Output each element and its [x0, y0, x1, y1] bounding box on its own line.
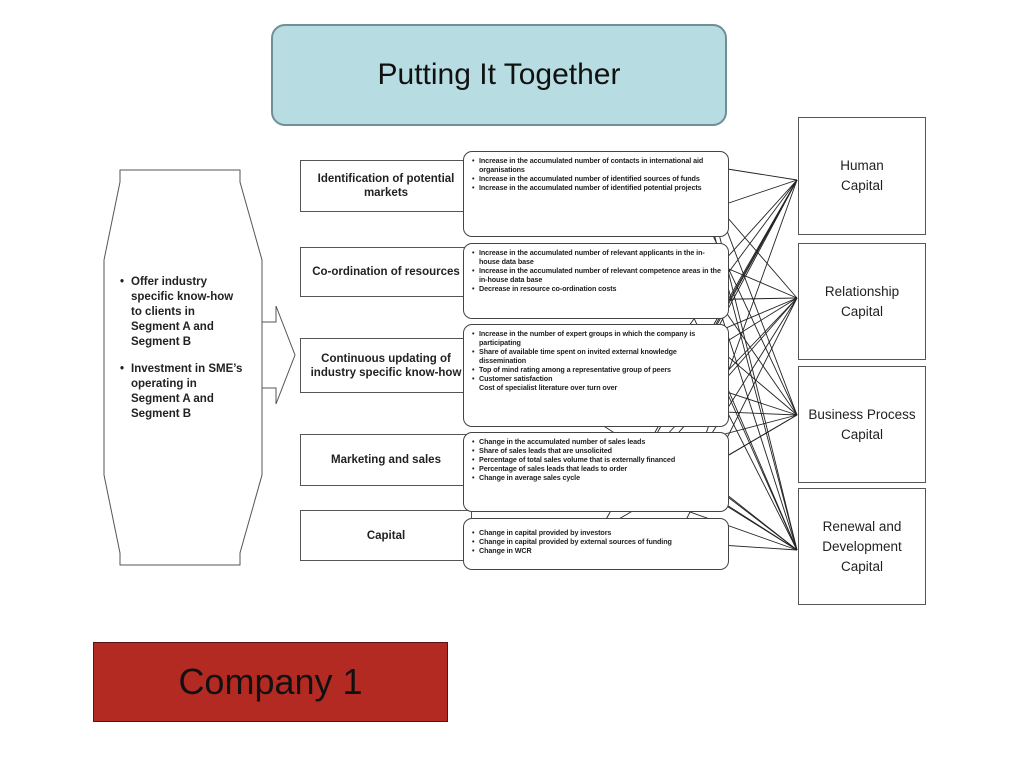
indicator-item: •Share of sales leads that are unsolicit…	[472, 446, 612, 455]
indicator-item: •Change in capital provided by investors	[472, 528, 612, 537]
flow-arrow	[261, 305, 296, 405]
left-panel-shape	[103, 169, 263, 566]
indicator-item: •Increase in the accumulated number of i…	[472, 183, 702, 192]
indicator-group: •Change in capital provided by investors…	[463, 518, 729, 570]
left-panel-text: • Offer industry specific know-how to cl…	[120, 275, 245, 434]
activity-box: Co-ordination of resources	[300, 247, 472, 297]
slide-title: Putting It Together	[271, 24, 727, 126]
indicator-item: •Percentage of sales leads that leads to…	[472, 464, 628, 473]
indicator-item: •Top of mind rating among a representati…	[472, 365, 671, 374]
indicator-item: •Decrease in resource co-ordination cost…	[472, 284, 617, 293]
indicator-item: •Change in the accumulated number of sal…	[472, 437, 646, 446]
indicator-item: •Increase in the accumulated number of i…	[472, 174, 700, 183]
indicator-item: •Change in WCR	[472, 546, 532, 555]
indicator-group: •Increase in the number of expert groups…	[463, 324, 729, 427]
activity-box: Continuous updating of industry specific…	[300, 338, 472, 393]
left-panel-bullet-text: Investment in SME’s operating in Segment…	[131, 363, 243, 420]
indicator-item: •Share of available time spent on invite…	[472, 347, 677, 365]
indicator-item: •Increase in the accumulated number of r…	[472, 266, 721, 284]
indicator-group: •Change in the accumulated number of sal…	[463, 432, 729, 512]
bullet-dot: •	[120, 363, 125, 375]
capital-box: Human Capital	[798, 117, 926, 235]
indicator-item: •Increase in the accumulated number of c…	[472, 156, 704, 174]
activity-box: Marketing and sales	[300, 434, 472, 486]
company-label: Company 1	[93, 642, 448, 722]
indicator-item: •Change in average sales cycle	[472, 473, 580, 482]
indicator-item: Cost of specialist literature over turn …	[479, 383, 618, 392]
activity-box: Identification of potential markets	[300, 160, 472, 212]
bullet-dot: •	[120, 276, 125, 288]
indicator-item: •Customer satisfaction	[472, 374, 553, 383]
activity-box: Capital	[300, 510, 472, 561]
connector-line	[689, 179, 798, 479]
left-panel-bullet: • Offer industry specific know-how to cl…	[120, 275, 245, 350]
indicator-group: •Increase in the accumulated number of r…	[463, 243, 729, 319]
left-panel-bullet: • Investment in SME’s operating in Segme…	[120, 362, 245, 422]
indicator-item: •Change in capital provided by external …	[472, 537, 672, 546]
indicator-item: •Increase in the number of expert groups…	[472, 329, 696, 347]
indicator-group: •Increase in the accumulated number of c…	[463, 151, 729, 237]
left-panel-bullet-text: Offer industry specific know-how to clie…	[131, 276, 234, 348]
capital-box: Renewal and Development Capital	[798, 488, 926, 605]
indicator-item: •Percentage of total sales volume that i…	[472, 455, 676, 464]
indicator-item: •Increase in the accumulated number of r…	[472, 248, 705, 266]
capital-box: Relationship Capital	[798, 243, 926, 360]
capital-box: Business Process Capital	[798, 366, 926, 483]
